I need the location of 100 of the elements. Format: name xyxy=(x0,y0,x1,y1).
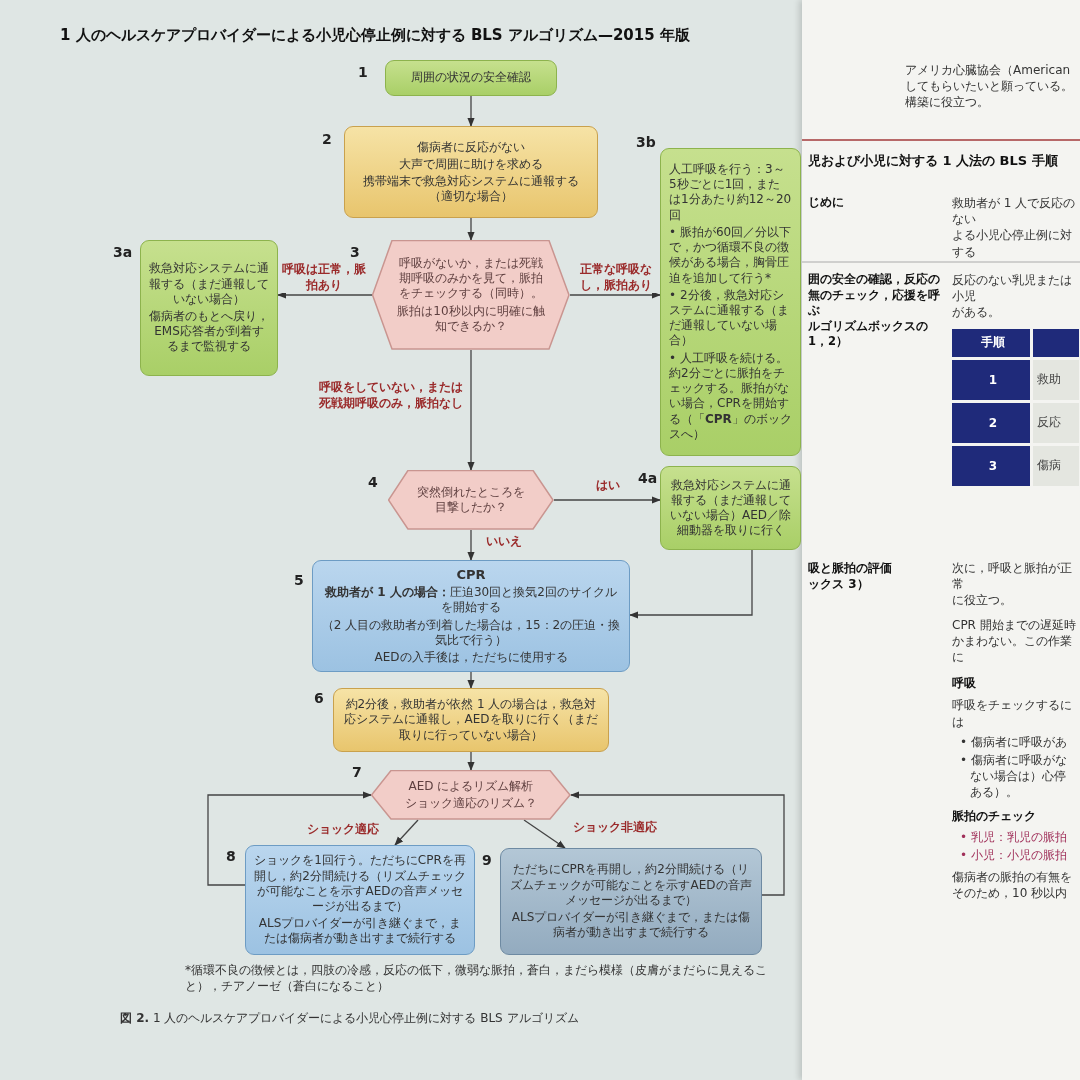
bullet-item: • 傷病者に呼吸がな xyxy=(959,751,1067,769)
box-text: （2 人目の救助者が到着した場合は，15：2の圧迫・換気比で行う） xyxy=(321,617,621,649)
subheading: ルゴリズムボックスの 1，2） xyxy=(808,318,929,350)
arrow xyxy=(570,791,785,896)
arrow xyxy=(467,671,475,689)
body-text: 構築に役立つ。 xyxy=(905,94,989,111)
body-text: アメリカ心臓協会（American xyxy=(905,62,1071,79)
arrow xyxy=(467,95,475,127)
box-text: 周囲の状況の安全確認 xyxy=(411,70,531,86)
body-text: 傷病者の脈拍の有無を xyxy=(952,869,1072,886)
step-number: 3b xyxy=(636,134,656,150)
decision-hexagon xyxy=(372,240,570,350)
arrow xyxy=(467,349,475,471)
process-box xyxy=(500,848,762,955)
table-cell: 反応 xyxy=(1033,402,1079,443)
step-number: 4 xyxy=(368,474,378,490)
arrow xyxy=(394,819,419,846)
box-text: ただちにCPRを再開し，約2分間続ける（リズムチェックが可能なことを示すAEDの音声メッセージが出るまで） xyxy=(509,862,753,909)
body-text: よる小児心停止例に対する xyxy=(952,227,1073,260)
box-text: 携帯端末で救急対応システムに通報する（適切な場合） xyxy=(362,174,580,205)
body-text: かまわない。この作業に xyxy=(952,632,1073,666)
box-text: AED によるリズム解析 xyxy=(408,778,534,794)
bullet-item: • 乳児：乳児の脈拍 xyxy=(959,828,1067,845)
step-number: 3 xyxy=(350,244,360,260)
box-heading: CPR xyxy=(456,566,486,584)
table-cell: 2 xyxy=(952,402,1030,443)
subheading: 無のチェック，応援を呼ぶ xyxy=(808,287,941,319)
step-number: 4a xyxy=(638,470,658,486)
bullet-item: • 傷病者に呼吸があ xyxy=(959,733,1067,750)
footnote: *循環不良の徴候とは，四肢の冷感，反応の低下，微弱な脈拍，蒼白，まだら模様（皮膚がまだらに見えること），チアノーゼ（蒼白になること） xyxy=(185,962,768,995)
box-text: • 脈拍が60回／分以下で，かつ循環不良の徴候がある場合，胸骨圧迫を追加して行う* xyxy=(669,224,792,286)
subheading: 吸と脈拍の評価 xyxy=(808,560,892,577)
arrow xyxy=(277,291,373,299)
process-box xyxy=(660,466,801,550)
box-text: ALSプロバイダーが引き継ぐまで，または傷病者が動き出すまで続行する xyxy=(257,916,463,947)
box-text: ALSプロバイダーが引き継ぐまで，または傷病者が動き出すまで続行する xyxy=(510,910,752,941)
arrow xyxy=(523,819,566,849)
subheading: ックス 3） xyxy=(808,576,869,593)
table-cell: 傷病 xyxy=(1033,445,1079,486)
title: 1 人のヘルスケアプロバイダーによる小児心停止例に対する BLS アルゴリズム—2015 年版 xyxy=(60,26,690,45)
subheading: 脈拍のチェック xyxy=(952,808,1036,825)
body-text: 次に，呼吸と脈拍が正常 xyxy=(952,560,1073,593)
process-box xyxy=(245,845,475,955)
table-cell: 1 xyxy=(952,359,1030,400)
arrow xyxy=(569,291,661,299)
body-text: に役立つ。 xyxy=(952,592,1012,609)
arrow xyxy=(629,549,753,619)
step-number: 3a xyxy=(113,244,133,260)
process-box xyxy=(140,240,278,376)
process-box xyxy=(385,60,557,96)
process-box xyxy=(333,688,609,752)
subheading: 囲の安全の確認，反応の xyxy=(808,272,940,288)
box-text: 救急対応システムに通報する（まだ通報していない場合） xyxy=(149,261,269,307)
table-cell: 3 xyxy=(952,445,1030,486)
table-header-cell: 手順 xyxy=(952,328,1030,357)
body-text: ない場合は）心停 xyxy=(969,768,1066,785)
step-number: 8 xyxy=(226,848,236,864)
arrow xyxy=(467,751,475,771)
step-number: 2 xyxy=(322,131,332,147)
body-text: がある。 xyxy=(952,304,1000,321)
box-text: 傷病者に反応がない xyxy=(417,139,525,155)
process-box xyxy=(344,126,598,218)
body-text: 救助者が 1 人で反応のない xyxy=(952,195,1077,228)
step-number: 6 xyxy=(314,690,324,706)
box-text: 救急対応システムに通報する（まだ通報していない場合）AED／除細動器を取りに行く xyxy=(669,477,792,539)
box-text: 傷病者のもとへ戻り，EMS応答者が到着するまで監視する xyxy=(149,309,269,355)
decision-hexagon xyxy=(371,770,571,820)
edge-label: 呼吸は正常，脈拍あり xyxy=(281,262,367,294)
box-text: 呼吸がないか，または死戦期呼吸のみかを見て，脈拍をチェックする（同時）。 xyxy=(398,255,544,302)
box-text: AEDの入手後は，ただちに使用する xyxy=(374,650,568,666)
arrow xyxy=(553,496,661,504)
box-text: 約2分後，救助者が依然 1 人の場合は，救急対応システムに通報し，AEDを取りに行く（まだ取りに行っていない場合） xyxy=(343,697,599,743)
decision-hexagon xyxy=(388,470,554,530)
step-number: 1 xyxy=(358,64,368,80)
box-text: 救助者が 1 人の場合：圧迫30回と換気2回のサイクルを開始する xyxy=(324,585,618,616)
body-text: 反応のない乳児または小児 xyxy=(952,272,1073,305)
body-text: してもらいたいと願っている。 xyxy=(905,78,1073,95)
box-text: 人工呼吸を行う：3～5秒ごとに1回，または1分あたり約12～20回 xyxy=(669,161,792,223)
step-number: 7 xyxy=(352,764,362,780)
figure-caption: 図 2. 1 人のヘルスケアプロバイダーによる小児心停止例に対する BLS アルゴリズム xyxy=(120,1010,579,1027)
step-number: 5 xyxy=(294,572,304,588)
table-cell: 救助 xyxy=(1033,359,1079,400)
bullet-item: • 小児：小児の脈拍 xyxy=(959,846,1067,863)
box-text: • 2分後，救急対応システムに通報する（まだ通報していない場合） xyxy=(669,287,790,349)
box-text: 突然倒れたところを目撃したか？ xyxy=(416,484,526,516)
subheading: 呼吸 xyxy=(952,675,976,692)
process-box xyxy=(312,560,630,672)
edge-label: 呼吸をしていない，または死戦期呼吸のみ，脈拍なし xyxy=(318,380,464,412)
box-text: ショック適応のリズム？ xyxy=(405,796,537,812)
box-text: ショックを1回行う。ただちにCPRを再開し，約2分間続ける（リズムチェックが可能なことを示すAEDの音声メッセージが出るまで） xyxy=(254,853,466,915)
body-text: ある）。 xyxy=(969,784,1018,801)
process-box xyxy=(660,148,801,456)
arrow xyxy=(467,529,475,561)
subheading: じめに xyxy=(808,195,844,211)
body-text: CPR 開始までの遅延時 xyxy=(952,616,1076,633)
body-text: 呼吸をチェックするには xyxy=(952,697,1073,730)
arrow xyxy=(207,791,372,886)
body-text: そのため，10 秒以内 xyxy=(952,885,1068,902)
arrow xyxy=(467,217,475,241)
box-text: • 人工呼吸を続ける。約2分ごとに脈拍をチェックする。脈拍がない場合，CPRを開始する（「CPR」のボックスへ） xyxy=(669,350,792,443)
